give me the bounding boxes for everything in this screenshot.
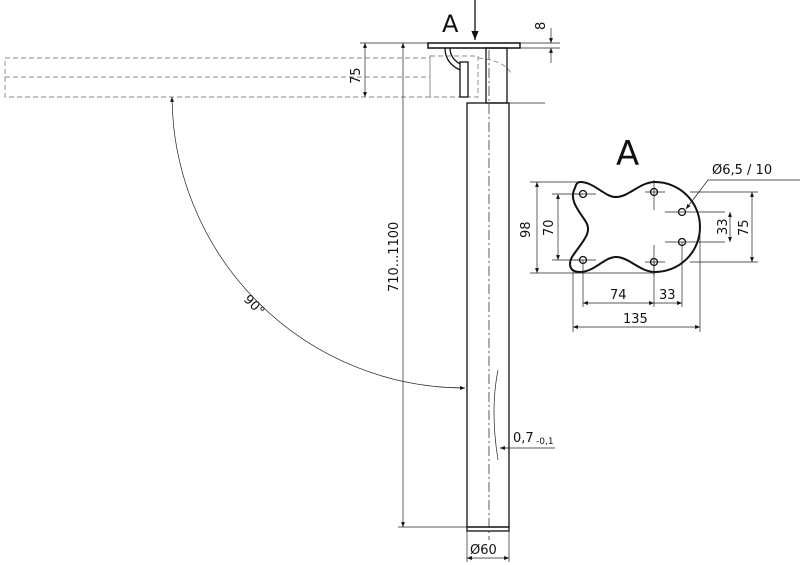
svg-text:75: 75 bbox=[349, 67, 364, 84]
detail-view-a: A 98 70 33 75 74 33 135 Ø6,5 / 10 bbox=[519, 134, 800, 332]
mounting-holes bbox=[574, 180, 725, 275]
dim-fold-angle: 90° bbox=[170, 96, 466, 390]
svg-text:710...1100: 710...1100 bbox=[387, 222, 402, 292]
dim-height-range: 710...1100 bbox=[387, 43, 467, 528]
svg-text:70: 70 bbox=[542, 219, 557, 236]
svg-text:Ø60: Ø60 bbox=[470, 543, 497, 558]
view-arrow-a: A bbox=[442, 0, 479, 40]
svg-text:135: 135 bbox=[623, 312, 648, 327]
mounting-plate bbox=[427, 42, 521, 104]
svg-text:0,7: 0,7 bbox=[513, 431, 534, 446]
dim-folded-height: 75 bbox=[349, 42, 428, 97]
svg-text:-0,1: -0,1 bbox=[536, 437, 554, 447]
folded-leg-outline bbox=[4, 55, 513, 98]
dim-diameter: Ø60 bbox=[466, 531, 510, 562]
svg-text:33: 33 bbox=[659, 288, 676, 303]
view-label-a: A bbox=[442, 10, 459, 38]
svg-text:33: 33 bbox=[716, 218, 731, 235]
dim-plate-thickness: 8 bbox=[520, 22, 560, 63]
plate-outline bbox=[569, 180, 701, 274]
svg-text:74: 74 bbox=[610, 288, 627, 303]
svg-text:90°: 90° bbox=[240, 292, 267, 319]
svg-text:75: 75 bbox=[737, 219, 752, 236]
svg-text:98: 98 bbox=[519, 221, 534, 238]
leg-tube bbox=[466, 50, 545, 540]
dim-wall-thickness: 0,7 -0,1 bbox=[500, 431, 555, 450]
hole-callout: Ø6,5 / 10 bbox=[712, 163, 772, 178]
detail-title: A bbox=[616, 134, 639, 174]
svg-text:8: 8 bbox=[534, 22, 549, 30]
